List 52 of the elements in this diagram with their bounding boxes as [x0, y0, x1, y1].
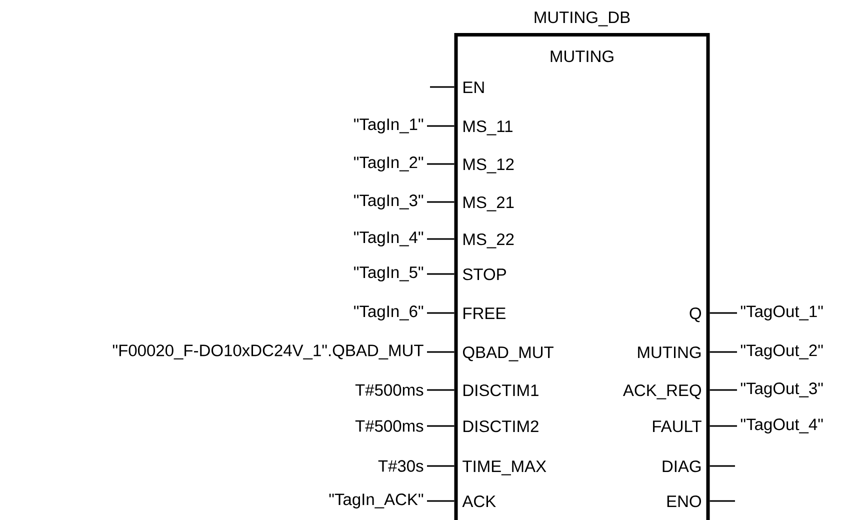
connector-line — [427, 163, 454, 165]
connector-line — [427, 273, 454, 275]
pin-name: QBAD_MUT — [463, 346, 554, 362]
pin-name: ACK_REQ — [622, 384, 701, 400]
connector-line — [427, 125, 454, 127]
pin-name: MS_11 — [464, 120, 512, 136]
tag-label: "TagOut_2" — [740, 344, 823, 360]
pin-name: FREE — [464, 308, 506, 319]
pin-name: Q — [690, 307, 702, 322]
tag-label: "TagIn_5" — [354, 266, 424, 282]
tag-label: "TagIn_2" — [354, 156, 424, 172]
tag-label: "TagOut_1" — [740, 306, 823, 320]
tag-label: T#30s — [378, 460, 424, 472]
connector-line — [427, 425, 454, 427]
pin-name: MS_21 — [464, 196, 514, 212]
tag-label: "TagIn_4" — [354, 232, 424, 246]
tag-label: "TagIn_ACK" — [329, 494, 424, 508]
node-label: MUTING_DB — [534, 11, 630, 26]
pin-name: TIME_MAX — [462, 460, 546, 476]
tag-label: "TagIn_3" — [354, 194, 424, 210]
pin-name: DISCTIM2 — [464, 420, 538, 432]
pin-name: DIAG — [662, 460, 701, 472]
connector-line — [427, 389, 454, 391]
connector-line — [427, 351, 454, 353]
connector-line — [710, 500, 735, 502]
tag-label: "TagOut_4" — [740, 418, 823, 434]
connector-line — [427, 238, 454, 240]
tag-label: "TagIn_1" — [354, 118, 424, 134]
connector-line — [710, 425, 737, 427]
connector-line — [427, 201, 454, 203]
connector-line — [427, 312, 454, 314]
connector-line — [427, 500, 454, 502]
connector-line — [710, 389, 737, 391]
tag-label: T#500ms — [355, 420, 424, 432]
pin-name: DISCTIM1 — [464, 384, 538, 396]
connector-line — [710, 465, 735, 467]
pin-name: STOP — [462, 268, 506, 280]
connector-line — [710, 351, 737, 353]
pin-name: EN — [464, 82, 484, 93]
tag-label: "TagOut_3" — [740, 382, 823, 398]
pin-name: MS_12 — [464, 158, 514, 174]
tag-label: "TagIn_6" — [354, 306, 424, 320]
connector-line — [430, 86, 454, 88]
pin-name: MUTING — [638, 346, 701, 358]
connector-line — [427, 465, 454, 467]
connector-line — [710, 312, 737, 314]
pin-name: ENO — [667, 495, 702, 508]
tag-label: T#500ms — [355, 384, 424, 396]
pin-name: FAULT — [653, 420, 702, 432]
tag-label: "F00020_F-DO10xDC24V_1".QBAD_MUT — [112, 344, 424, 360]
pin-name: MS_22 — [464, 233, 514, 248]
pin-name: ACK — [462, 495, 496, 508]
